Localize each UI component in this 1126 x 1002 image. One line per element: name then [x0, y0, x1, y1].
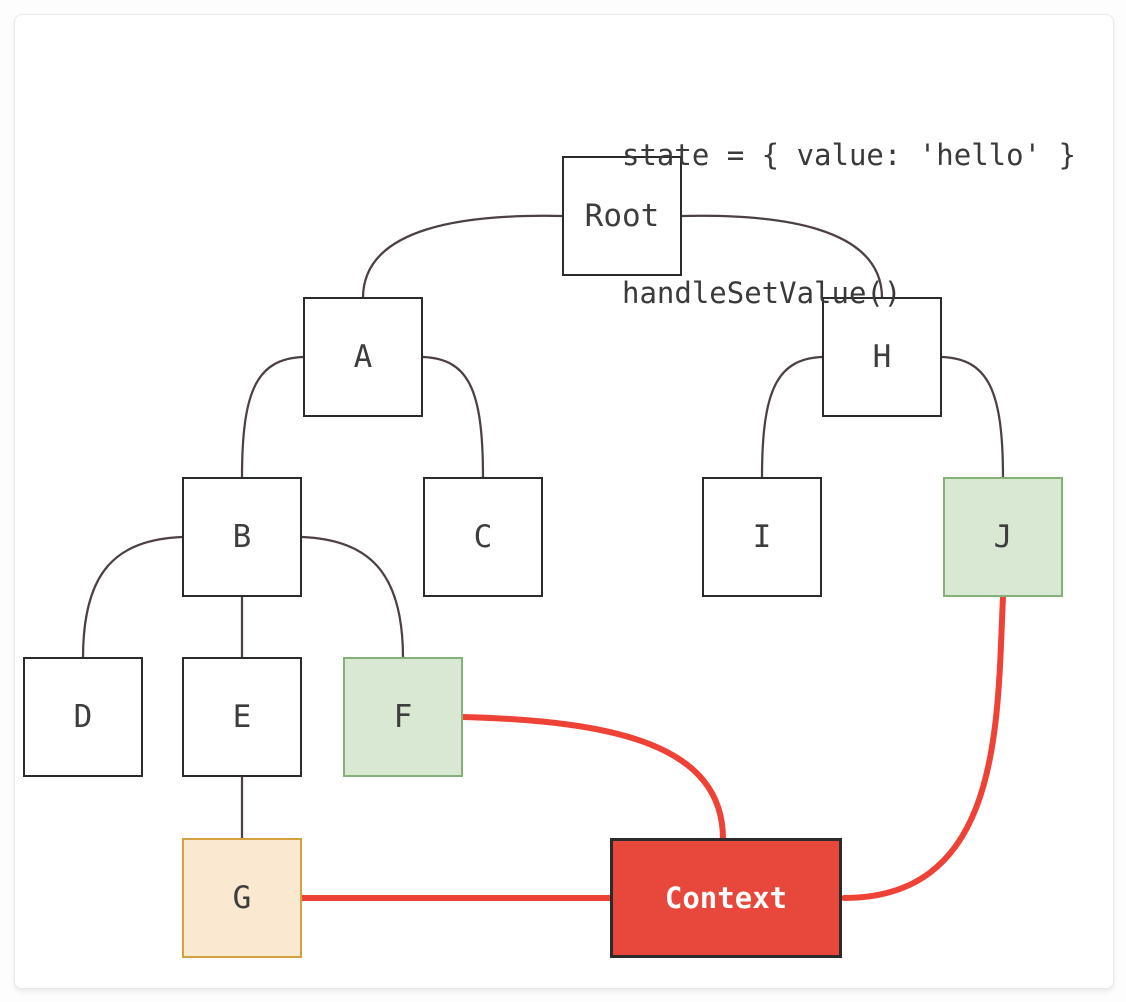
edge-b-f [301, 535, 405, 659]
code-annotation: state = { value: 'hello' } handleSetValu… [622, 40, 1076, 362]
node-e: E [182, 657, 302, 777]
edge-a-b [240, 355, 304, 479]
node-e-label: E [232, 699, 252, 735]
edge-h-j [941, 355, 1005, 479]
node-b: B [182, 477, 302, 597]
node-i-label: I [752, 519, 772, 555]
node-f-label: F [393, 699, 413, 735]
node-j-label: J [993, 519, 1013, 555]
edge-a-c [422, 355, 485, 479]
edge-j-context [841, 594, 1006, 901]
node-context: Context [610, 838, 842, 958]
edge-b-d [81, 535, 183, 659]
node-f: F [343, 657, 463, 777]
node-root: Root [562, 156, 682, 276]
node-g: G [182, 838, 302, 958]
node-g-label: G [232, 880, 252, 916]
state-annotation: state = { value: 'hello' } [622, 138, 1076, 172]
node-context-label: Context [664, 881, 788, 915]
node-c-label: C [473, 519, 493, 555]
node-a: A [303, 297, 423, 417]
node-b-label: B [232, 519, 252, 555]
node-h-label: H [872, 339, 892, 375]
handler-annotation: handleSetValue() [622, 276, 902, 310]
node-d: D [23, 657, 143, 777]
node-root-label: Root [584, 198, 660, 234]
edge-f-context [460, 714, 726, 842]
edge-h-i [760, 355, 823, 479]
node-a-label: A [353, 339, 373, 375]
node-c: C [423, 477, 543, 597]
node-h: H [822, 297, 942, 417]
node-j: J [943, 477, 1063, 597]
node-i: I [702, 477, 822, 597]
edge-root-h [681, 214, 884, 299]
edge-root-a [361, 214, 563, 299]
node-d-label: D [73, 699, 93, 735]
